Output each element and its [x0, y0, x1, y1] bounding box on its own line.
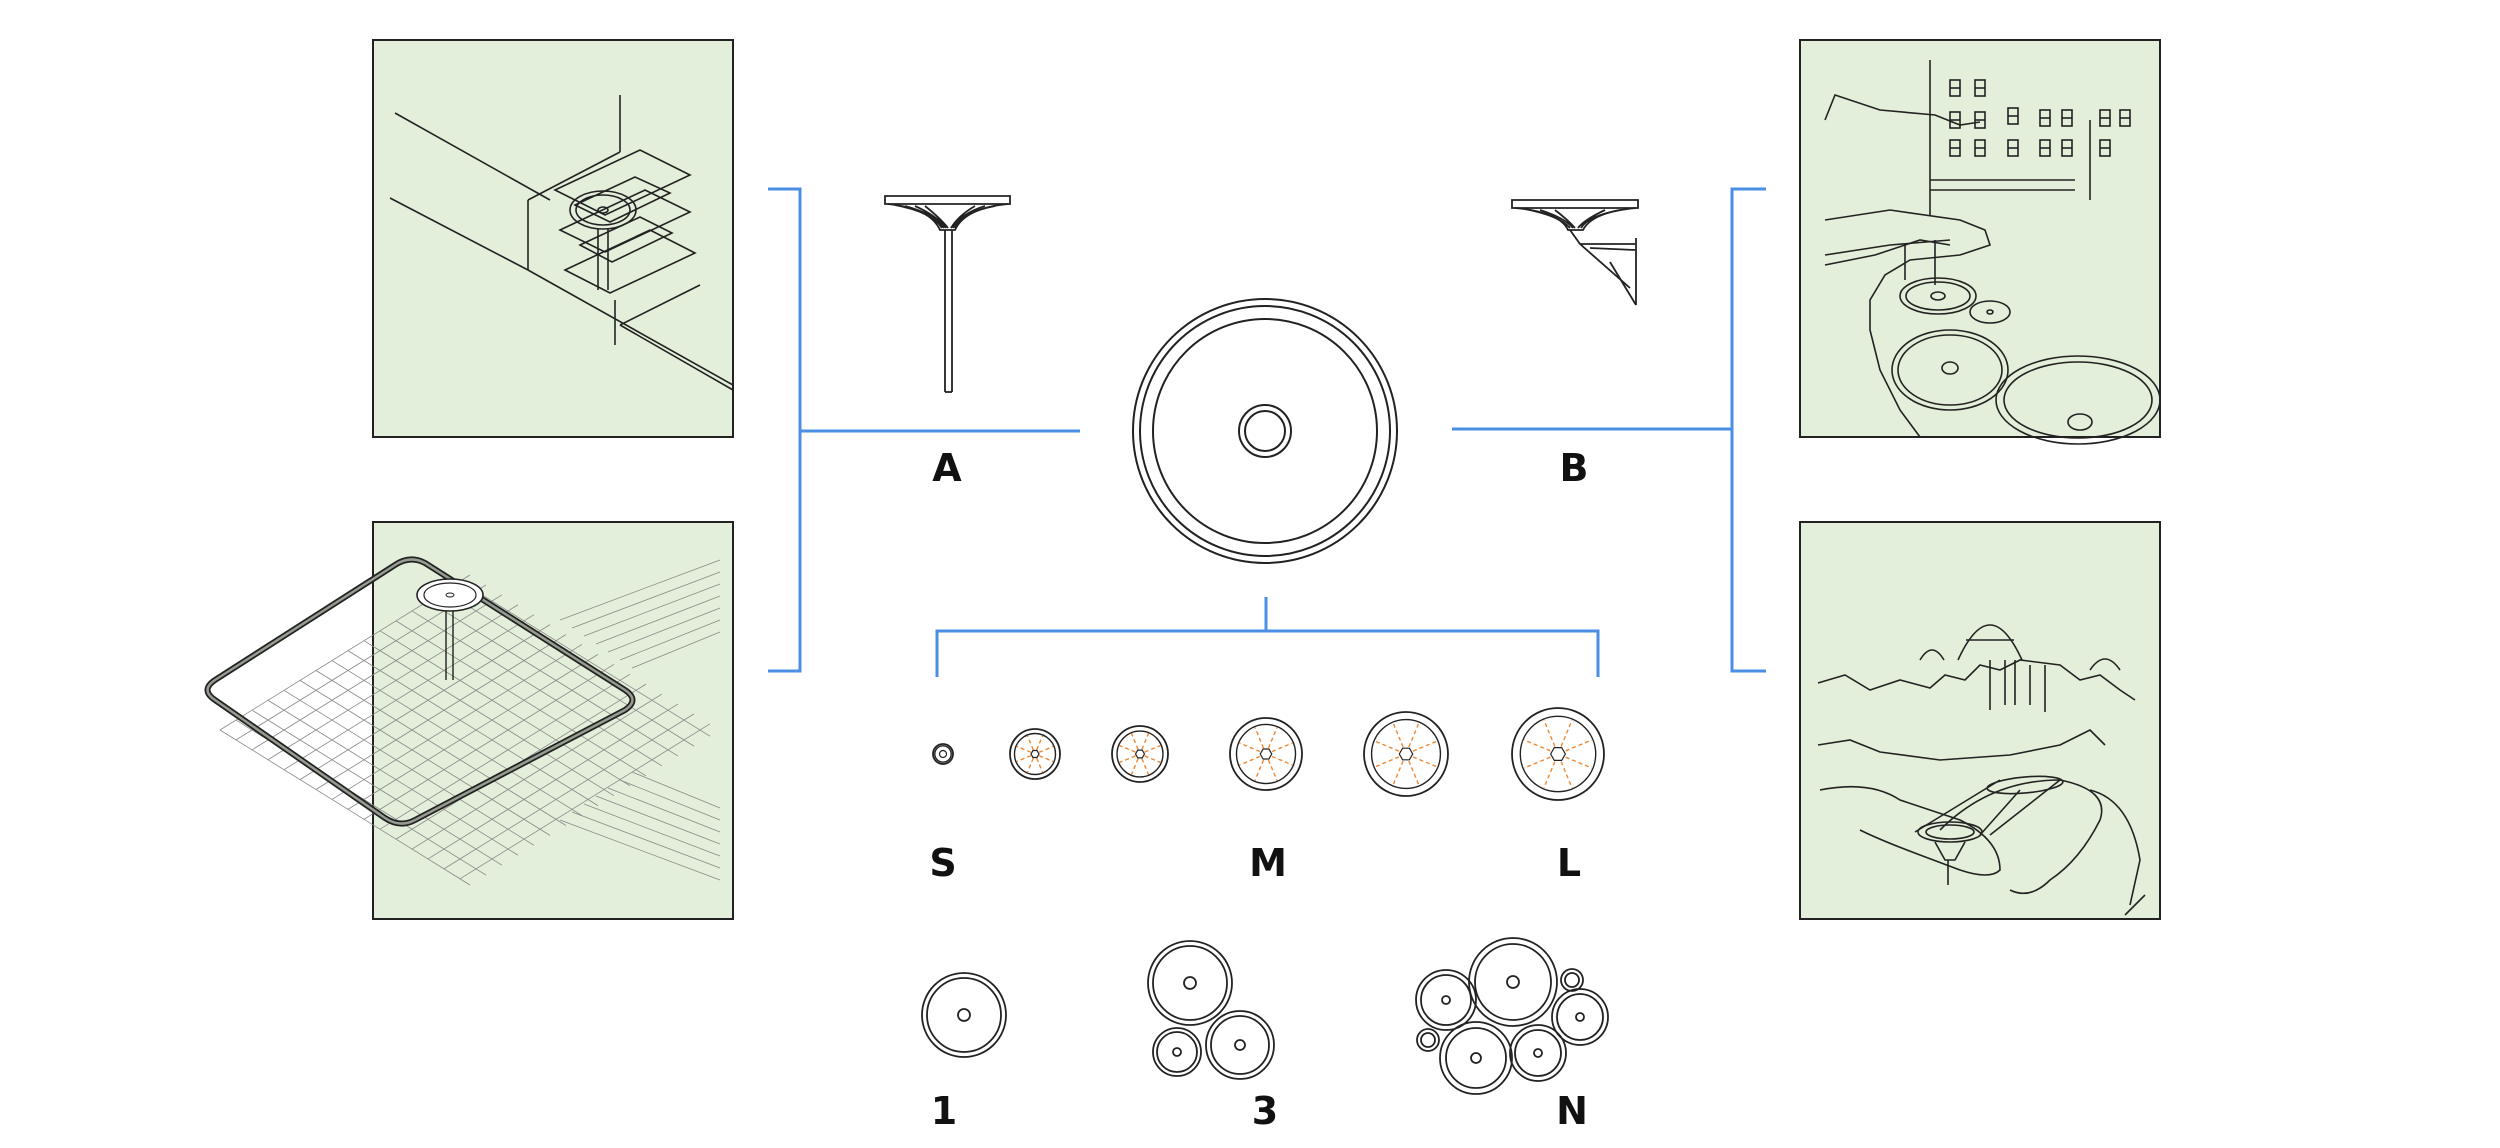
size-variant-1 [932, 743, 954, 765]
size-m-label: M [1249, 841, 1287, 885]
count-variant-1 [921, 972, 1007, 1058]
size-variant-5 [1363, 711, 1449, 797]
mount-a-label: A [932, 446, 962, 490]
right-bracket-connector [1452, 187, 1766, 673]
dish-plan-view-icon [1132, 298, 1398, 564]
size-s-label: S [929, 841, 956, 885]
dish-with-ring-over-grid-icon [204, 556, 721, 886]
dishes-beside-city-buildings-icon [1824, 60, 2161, 445]
count-variant-3 [1147, 940, 1275, 1080]
panel-bottom-left [204, 521, 734, 920]
count-3-label: 3 [1252, 1089, 1278, 1133]
left-bracket-connector [768, 187, 1080, 673]
size-variant-6 [1511, 707, 1605, 801]
size-variant-3 [1111, 725, 1169, 783]
wall-mounted-dish-icon [1511, 199, 1639, 306]
size-l-label: L [1557, 841, 1581, 885]
panel-bottom-right-frame [1799, 521, 2161, 920]
dish-near-observatory-icon [1817, 624, 2146, 916]
panel-bottom-right [1799, 521, 2161, 920]
panel-top-right [1799, 39, 2161, 445]
tiered-dish-on-building-corner-icon [389, 95, 734, 391]
size-bracket-connector [935, 597, 1600, 677]
count-variant-n [1415, 937, 1609, 1095]
panel-top-right-frame [1799, 39, 2161, 438]
panel-top-left-frame [372, 39, 734, 438]
pole-mounted-dish-icon [884, 195, 1011, 393]
size-variant-2 [1009, 728, 1061, 780]
size-variant-4 [1229, 717, 1303, 791]
size-variants-row [932, 707, 1605, 801]
count-n-label: N [1556, 1089, 1588, 1133]
count-1-label: 1 [931, 1089, 957, 1133]
panel-top-left [372, 39, 734, 438]
mount-b-label: B [1560, 446, 1589, 490]
